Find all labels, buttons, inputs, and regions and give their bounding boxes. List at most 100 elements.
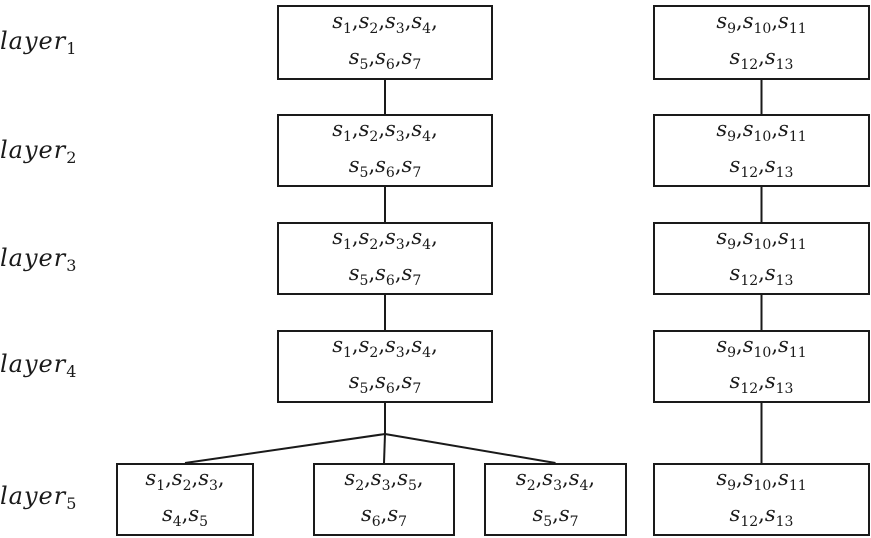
layer-label-2: layer2: [0, 136, 77, 167]
state-symbol: s: [411, 8, 423, 33]
state-term: s7: [401, 368, 422, 397]
state-term: s5: [188, 502, 208, 530]
state-index: 11: [788, 344, 807, 361]
layer-label-index: 2: [66, 148, 78, 167]
state-term: s7: [402, 45, 422, 73]
state-symbol: s: [358, 116, 370, 141]
state-symbol: s: [348, 44, 360, 69]
state-index: 10: [753, 236, 772, 253]
node-line: s4,s5: [162, 500, 208, 536]
state-term: s4: [411, 117, 431, 145]
separator: ,: [771, 8, 779, 33]
state-index: 3: [395, 236, 405, 253]
state-symbol: s: [716, 8, 728, 33]
separator: ,: [351, 224, 359, 249]
separator: ,: [165, 465, 172, 490]
state-index: 2: [355, 477, 365, 494]
state-term: s10: [743, 225, 772, 253]
state-term: s12: [730, 502, 759, 530]
state-symbol: s: [401, 152, 413, 177]
state-term: s4: [411, 332, 431, 361]
state-index: 12: [740, 272, 759, 289]
separator: ,: [191, 465, 199, 490]
layer-label-5: layer5: [0, 482, 77, 513]
state-term: s10: [743, 9, 772, 37]
state-term: s5: [532, 501, 552, 530]
layer-label-index: 3: [66, 256, 78, 275]
state-symbol: s: [764, 501, 776, 526]
state-symbol: s: [385, 332, 396, 357]
state-term: s7: [559, 502, 579, 530]
separator: ,: [771, 332, 779, 357]
separator: ,: [394, 44, 402, 69]
state-term: s6: [375, 261, 395, 289]
state-symbol: s: [764, 152, 776, 177]
state-index: 3: [381, 477, 391, 494]
state-term: s6: [375, 368, 395, 397]
state-term: s9: [716, 117, 736, 145]
state-symbol: s: [411, 332, 423, 357]
state-symbol: s: [348, 260, 360, 285]
node-box-l3a: s1,s2,s3,s4,s5,s6,s7: [277, 222, 493, 295]
node-box-l5a: s1,s2,s3,s4,s5: [116, 463, 254, 536]
state-index: 1: [343, 20, 352, 37]
state-symbol: s: [716, 332, 728, 357]
state-symbol: s: [375, 368, 386, 393]
node-line: s1,s2,s3,: [145, 464, 224, 500]
separator: ,: [431, 8, 438, 33]
state-index: 10: [753, 20, 772, 37]
state-index: 7: [569, 513, 579, 530]
state-index: 5: [359, 380, 369, 397]
layer-label-text: layer: [0, 244, 67, 272]
state-term: s9: [716, 332, 736, 361]
node-line: s1,s2,s3,s4,: [332, 7, 438, 43]
state-index: 12: [740, 164, 759, 181]
state-index: 2: [369, 20, 379, 37]
state-symbol: s: [542, 465, 554, 490]
state-index: 4: [422, 128, 432, 145]
state-term: s10: [743, 333, 772, 361]
separator: ,: [736, 224, 743, 249]
state-term: s6: [375, 153, 395, 181]
state-symbol: s: [360, 501, 372, 526]
separator: ,: [390, 465, 398, 490]
separator: ,: [758, 152, 765, 177]
state-term: s12: [730, 369, 759, 397]
state-index: 4: [172, 513, 182, 530]
state-symbol: s: [532, 501, 544, 526]
separator: ,: [588, 465, 596, 490]
state-index: 1: [156, 477, 166, 494]
state-term: s3: [385, 116, 405, 145]
node-box-l1a: s1,s2,s3,s4,s5,s6,s7: [277, 5, 493, 80]
state-symbol: s: [385, 116, 396, 141]
state-symbol: s: [171, 465, 183, 490]
state-symbol: s: [375, 44, 386, 69]
state-index: 13: [775, 513, 794, 530]
state-symbol: s: [332, 116, 343, 141]
state-symbol: s: [729, 152, 741, 177]
state-index: 11: [788, 236, 807, 253]
state-index: 2: [369, 236, 379, 253]
state-term: s10: [743, 117, 772, 145]
state-index: 2: [526, 477, 536, 494]
state-index: 9: [727, 128, 737, 145]
state-index: 3: [395, 344, 405, 361]
state-symbol: s: [358, 224, 370, 249]
node-line: s12,s13: [730, 43, 794, 79]
state-symbol: s: [401, 260, 413, 285]
state-index: 2: [369, 344, 379, 361]
state-term: s5: [349, 153, 369, 181]
state-index: 1: [343, 128, 352, 145]
state-term: s13: [765, 261, 794, 289]
state-symbol: s: [401, 368, 413, 393]
layer-label-index: 1: [66, 39, 78, 58]
state-index: 5: [199, 513, 209, 530]
separator: ,: [771, 465, 779, 490]
state-term: s3: [385, 332, 405, 361]
state-term: s3: [542, 465, 562, 494]
separator: ,: [552, 501, 559, 526]
separator: ,: [368, 368, 376, 393]
separator: ,: [535, 465, 543, 490]
layer-label-text: layer: [0, 136, 67, 164]
separator: ,: [758, 44, 765, 69]
